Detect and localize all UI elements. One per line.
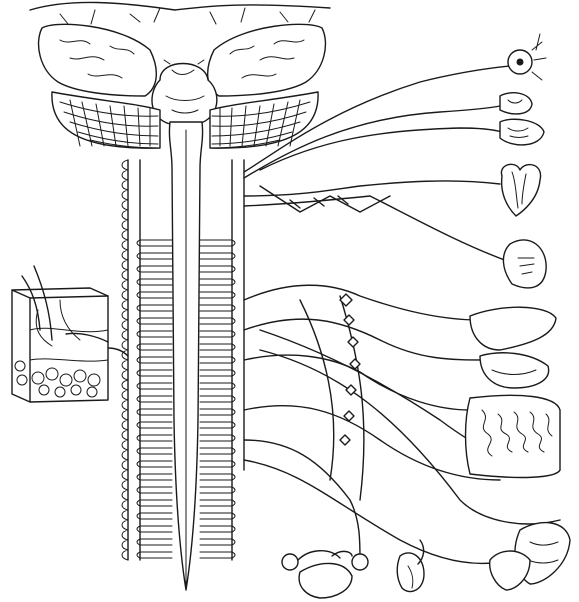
nerve-root-right bbox=[200, 435, 235, 441]
nerve-root-left bbox=[137, 305, 172, 311]
nerve-root-left bbox=[137, 448, 172, 454]
nerve-root-right bbox=[200, 500, 235, 506]
nerve-root-left bbox=[137, 279, 172, 285]
nerve-root-left bbox=[137, 500, 172, 506]
nerve-root-left bbox=[137, 266, 172, 272]
nerve-root-right bbox=[200, 513, 235, 519]
nerve-root-left bbox=[137, 253, 172, 259]
nerve-root-left bbox=[137, 526, 172, 532]
nerve-root-right bbox=[200, 370, 235, 376]
nerve-root-left bbox=[137, 435, 172, 441]
nerve-root-left bbox=[137, 383, 172, 389]
nerve-root-right bbox=[200, 305, 235, 311]
brainstem bbox=[152, 60, 217, 124]
nerve-root-right bbox=[200, 552, 235, 558]
reproductive-organs bbox=[282, 540, 530, 598]
intestines bbox=[466, 395, 561, 477]
skin-section bbox=[12, 266, 128, 402]
lung bbox=[503, 240, 546, 288]
eye bbox=[508, 34, 546, 80]
nerve-root-left bbox=[137, 344, 172, 350]
nerve-root-left bbox=[137, 422, 172, 428]
nerve-root-right bbox=[200, 539, 235, 545]
nerve-root-right bbox=[200, 357, 235, 363]
nerve-root-right bbox=[200, 253, 235, 259]
nerve-root-left bbox=[137, 513, 172, 519]
nerve-root-left bbox=[137, 552, 172, 558]
nerve-root-left bbox=[137, 539, 172, 545]
nerve-root-right bbox=[200, 396, 235, 402]
nerve-root-right bbox=[200, 240, 235, 246]
nerve-root-right bbox=[200, 383, 235, 389]
nerve-root-left bbox=[137, 357, 172, 363]
nerve-root-right bbox=[200, 461, 235, 467]
nerve-root-left bbox=[137, 331, 172, 337]
nerve-root-right bbox=[200, 474, 235, 480]
spinal-cord bbox=[169, 122, 202, 590]
salivary-glands bbox=[500, 93, 544, 145]
nerve-root-right bbox=[200, 409, 235, 415]
nerve-root-left bbox=[137, 474, 172, 480]
nerve-root-right bbox=[200, 448, 235, 454]
nerve-root-left bbox=[137, 409, 172, 415]
nerve-root-right bbox=[200, 487, 235, 493]
nerve-root-left bbox=[137, 487, 172, 493]
nerve-root-left bbox=[137, 318, 172, 324]
nerve-root-left bbox=[137, 370, 172, 376]
nerve-root-right bbox=[200, 344, 235, 350]
liver bbox=[470, 307, 556, 350]
nerve-root-right bbox=[200, 526, 235, 532]
nerve-root-left bbox=[137, 396, 172, 402]
nerve-root-right bbox=[200, 292, 235, 298]
nerve-root-right bbox=[200, 266, 235, 272]
nerve-root-right bbox=[200, 422, 235, 428]
heart bbox=[501, 164, 540, 216]
nerve-root-left bbox=[137, 240, 172, 246]
nerve-root-right bbox=[200, 318, 235, 324]
nerve-root-left bbox=[137, 292, 172, 298]
nerve-root-right bbox=[200, 279, 235, 285]
nerve-root-left bbox=[137, 461, 172, 467]
stomach bbox=[480, 353, 549, 388]
nerve-root-right bbox=[200, 331, 235, 337]
